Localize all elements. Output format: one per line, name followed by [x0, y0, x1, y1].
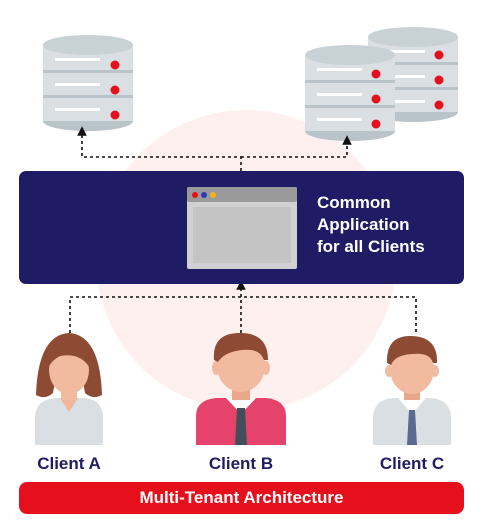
connector-clients-to-app — [69, 280, 417, 333]
connector-app-to-databases — [77, 126, 352, 171]
common-application-box — [19, 171, 464, 284]
female-user-icon — [35, 333, 103, 445]
application-title-line: Common — [317, 193, 391, 212]
male-user-icon — [373, 336, 451, 445]
client-label-a: Client A — [37, 454, 101, 473]
client-label-c: Client C — [379, 454, 445, 473]
architecture-banner: Multi-Tenant Architecture — [19, 482, 464, 514]
application-title: Common Application for all Clients — [317, 192, 467, 258]
application-title-line: Application — [317, 215, 410, 234]
database-icon-right-front — [305, 45, 395, 141]
client-label-b: Client B — [208, 454, 274, 473]
app-window-icon — [187, 187, 297, 269]
male-user-icon — [196, 332, 286, 445]
database-icon-left — [43, 35, 133, 131]
application-title-line: for all Clients — [317, 237, 425, 256]
